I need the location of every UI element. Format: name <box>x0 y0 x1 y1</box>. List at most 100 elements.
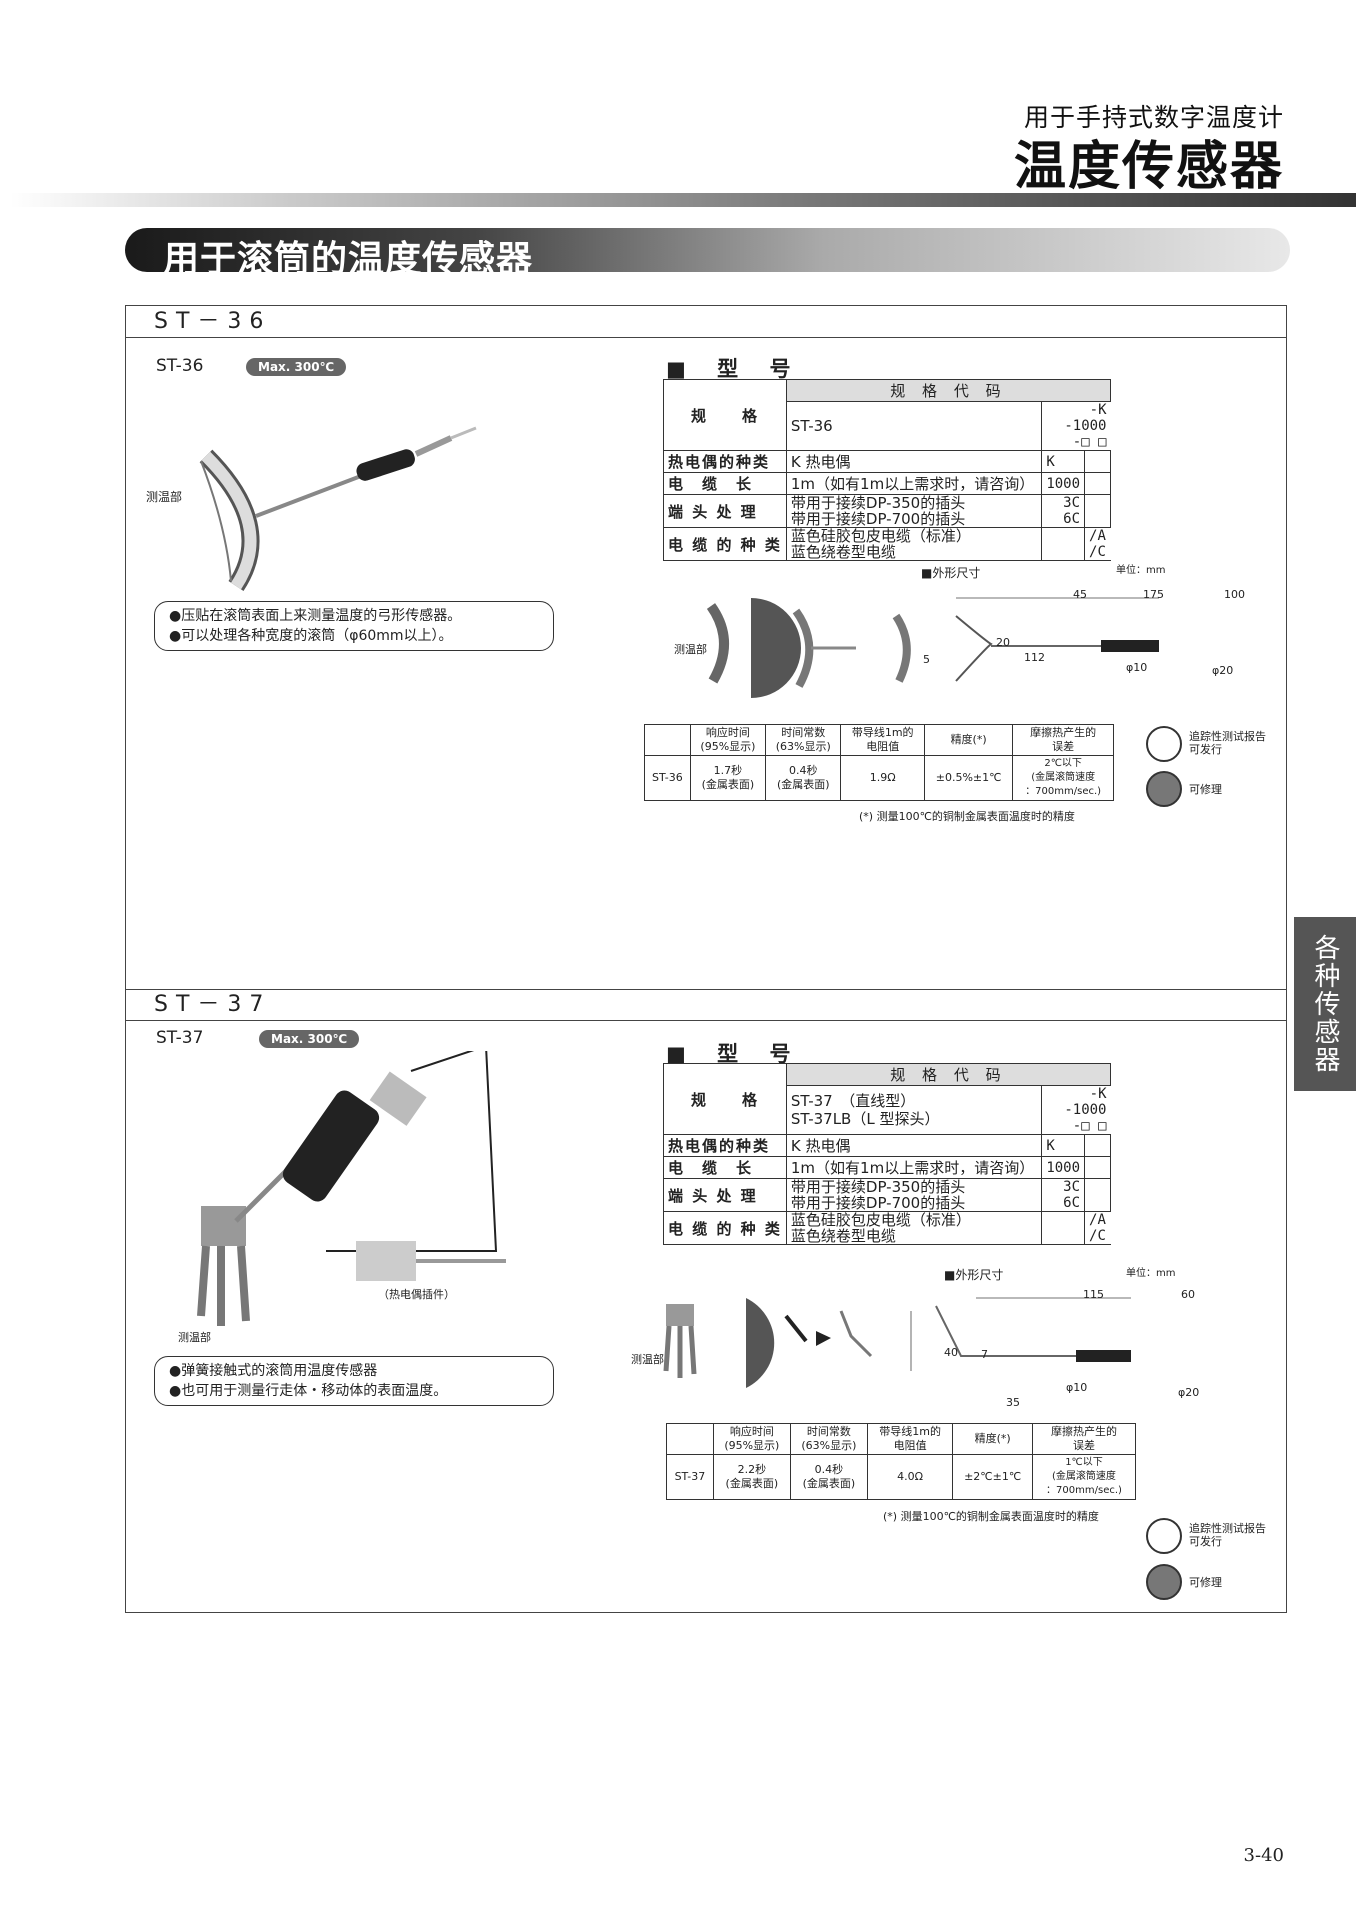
st36-icon-label-1: 追踪性测试报告 可发行 <box>1189 730 1266 756</box>
perf-header: 响应时间 (95%显示) <box>689 724 767 756</box>
st36-row-pad <box>1084 472 1111 495</box>
side-tab[interactable]: 各种传感器 <box>1294 917 1356 1091</box>
st36-dimension-drawing <box>706 597 1159 698</box>
perf-cell: ±2℃±1℃ <box>952 1454 1033 1500</box>
st37-row-label: 电 缆 的 种 类 <box>663 1211 787 1245</box>
st37-dim-115: 115 <box>1083 1288 1104 1301</box>
st37-code: -K -1000 -□ □ <box>1041 1085 1111 1135</box>
header-subtitle: 用于手持式数字温度计 <box>1023 103 1284 132</box>
st36-row-value: 1m（如有1m以上需求时，请咨询） <box>785 472 1043 495</box>
st37-icon-label-1: 追踪性测试报告 可发行 <box>1189 1522 1266 1548</box>
st36-model: ST-36 <box>785 401 1043 451</box>
st36-dim-phi10: φ10 <box>1126 661 1148 674</box>
st37-dim-7: 7 <box>981 1348 988 1361</box>
st36-probe-label: 测温部 <box>146 490 183 504</box>
perf-header: 摩擦热产生的 误差 <box>1031 1423 1137 1455</box>
st36-dim-title: ■外形尺寸 <box>921 566 981 580</box>
st36-perf-table: 响应时间 (95%显示) 时间常数 (63%显示) 带导线1m的 电阻值 精度(… <box>644 724 1114 801</box>
st37-max-badge: Max. 300℃ <box>259 1030 360 1048</box>
st36-spec-table: 规 格 规 格 代 码 ST-36 -K -1000 -□ □ 热电偶的种类 K… <box>663 379 1112 561</box>
st36-code: -K -1000 -□ □ <box>1041 401 1111 451</box>
page-number: 3-40 <box>1243 1845 1284 1866</box>
perf-corner <box>644 724 691 756</box>
perf-header: 带导线1m的 电阻值 <box>866 1423 954 1455</box>
perf-header: 摩擦热产生的 误差 <box>1012 724 1114 756</box>
st37-row-label: 热电偶的种类 <box>663 1134 787 1157</box>
st37-row-label: 端 头 处 理 <box>663 1178 787 1212</box>
perf-cell: 4.0Ω <box>866 1454 954 1500</box>
st37-spec-table: 规 格 规 格 代 码 ST-37 （直线型） ST-37LB（L 型探头） -… <box>663 1063 1112 1245</box>
perf-cell: 1.9Ω <box>840 755 925 801</box>
st36-product-image <box>199 426 477 591</box>
perf-cell: 2℃以下 (金属滚筒速度 ：700mm/sec.) <box>1012 755 1114 801</box>
st37-col-spec: 规 格 <box>663 1063 787 1135</box>
st36-dim-5: 5 <box>923 653 930 666</box>
st37-model: ST-37 （直线型） ST-37LB（L 型探头） <box>785 1085 1043 1135</box>
st37-row-pad <box>1041 1211 1086 1245</box>
st37-dim-40: 40 <box>944 1346 958 1359</box>
section-bar: 用于滚筒的温度传感器 <box>125 228 1290 280</box>
st36-row-pad <box>1084 494 1111 528</box>
st37-plug-label: （热电偶插件） <box>378 1288 455 1301</box>
st36-dim-100: 100 <box>1224 588 1245 601</box>
st36-type-title: ■ 型 号 <box>666 357 803 381</box>
st37-row-label: 电 缆 长 <box>663 1156 787 1179</box>
st37-dimension-drawing <box>663 1297 1131 1388</box>
st36-row-label: 热电偶的种类 <box>663 450 787 473</box>
st37-row-value: 带用于接续DP-350的插头 带用于接续DP-700的插头 <box>785 1178 1043 1212</box>
perf-header: 精度(*) <box>923 724 1014 756</box>
st36-row-value: 蓝色硅胶包皮电缆（标准） 蓝色绕卷型电缆 <box>785 527 1043 561</box>
st37-dim-60: 60 <box>1181 1288 1195 1301</box>
st36-row-pad <box>1084 450 1111 473</box>
st37-dim-35: 35 <box>1006 1396 1020 1409</box>
st37-note: (*) 测量100℃的铜制金属表面温度时的精度 <box>883 1510 1099 1523</box>
st37-icon-label-2: 可修理 <box>1189 1576 1222 1589</box>
perf-cell: 0.4秒 (金属表面) <box>765 755 842 801</box>
repair-icon <box>1146 771 1182 807</box>
st36-col-code: 规 格 代 码 <box>785 379 1112 402</box>
perf-cell: 0.4秒 (金属表面) <box>789 1454 868 1500</box>
header-title: 温度传感器 <box>1013 137 1284 197</box>
perf-header: 时间常数 (63%显示) <box>789 1423 868 1455</box>
st36-unit: 单位：mm <box>1116 565 1166 576</box>
st36-dim-175: 175 <box>1143 588 1164 601</box>
st37-unit: 单位：mm <box>1126 1268 1176 1279</box>
st37-row-code: /A /C <box>1084 1211 1111 1245</box>
st36-dim-20: 20 <box>996 636 1010 649</box>
st37-header: ST－37 <box>126 989 1286 1021</box>
st36-note: (*) 测量100℃的铜制金属表面温度时的精度 <box>859 810 1075 823</box>
st37-row-value: K 热电偶 <box>785 1134 1043 1157</box>
st36-row-label: 电 缆 的 种 类 <box>663 527 787 561</box>
perf-cell: 1℃以下 (金属滚筒速度 ：700mm/sec.) <box>1031 1454 1137 1500</box>
st36-desc-line-2: ●可以处理各种宽度的滚筒（φ60mm以上）。 <box>169 628 453 644</box>
st36-header: ST－36 <box>126 306 1286 338</box>
st37-dim-title: ■外形尺寸 <box>944 1268 1004 1282</box>
perf-cell: ST-36 <box>644 755 691 801</box>
st37-type-title: ■ 型 号 <box>666 1042 803 1066</box>
st37-col-code: 规 格 代 码 <box>785 1063 1112 1086</box>
st37-row-code: 1000 <box>1041 1156 1085 1179</box>
st36-description: ●压贴在滚筒表面上来测量温度的弓形传感器。 ●可以处理各种宽度的滚筒（φ60mm… <box>154 601 554 651</box>
perf-cell: 1.7秒 (金属表面) <box>689 755 767 801</box>
perf-cell: 2.2秒 (金属表面) <box>712 1454 791 1500</box>
st37-name: ST-37 <box>156 1028 204 1048</box>
st36-desc-line-1: ●压贴在滚筒表面上来测量温度的弓形传感器。 <box>169 608 462 624</box>
st36-dim-45: 45 <box>1073 588 1087 601</box>
st37-dim-phi10: φ10 <box>1066 1381 1088 1394</box>
repair-icon <box>1146 1564 1182 1600</box>
product-frame: ST－36 ST-36 Max. 300℃ 测温部 ●压贴在滚筒表面上来测量温度… <box>125 305 1287 1613</box>
st36-dim-112: 112 <box>1024 651 1045 664</box>
st36-row-pad <box>1041 527 1086 561</box>
st36-col-spec: 规 格 <box>663 379 787 451</box>
st36-dim-phi20: φ20 <box>1212 664 1234 677</box>
st36-dim-probe-label: 测温部 <box>674 643 707 656</box>
st37-row-code: 3C 6C <box>1041 1178 1085 1212</box>
st37-probe-label: 测温部 <box>178 1331 211 1344</box>
perf-header: 时间常数 (63%显示) <box>765 724 842 756</box>
section-divider <box>126 989 1286 990</box>
st36-row-label: 电 缆 长 <box>663 472 787 495</box>
st36-max-badge: Max. 300℃ <box>246 358 347 376</box>
st37-description: ●弹簧接触式的滚筒用温度传感器 ●也可用于测量行走体・移动体的表面温度。 <box>154 1356 554 1406</box>
traceability-icon <box>1146 1518 1182 1554</box>
st37-row-pad <box>1084 1134 1111 1157</box>
